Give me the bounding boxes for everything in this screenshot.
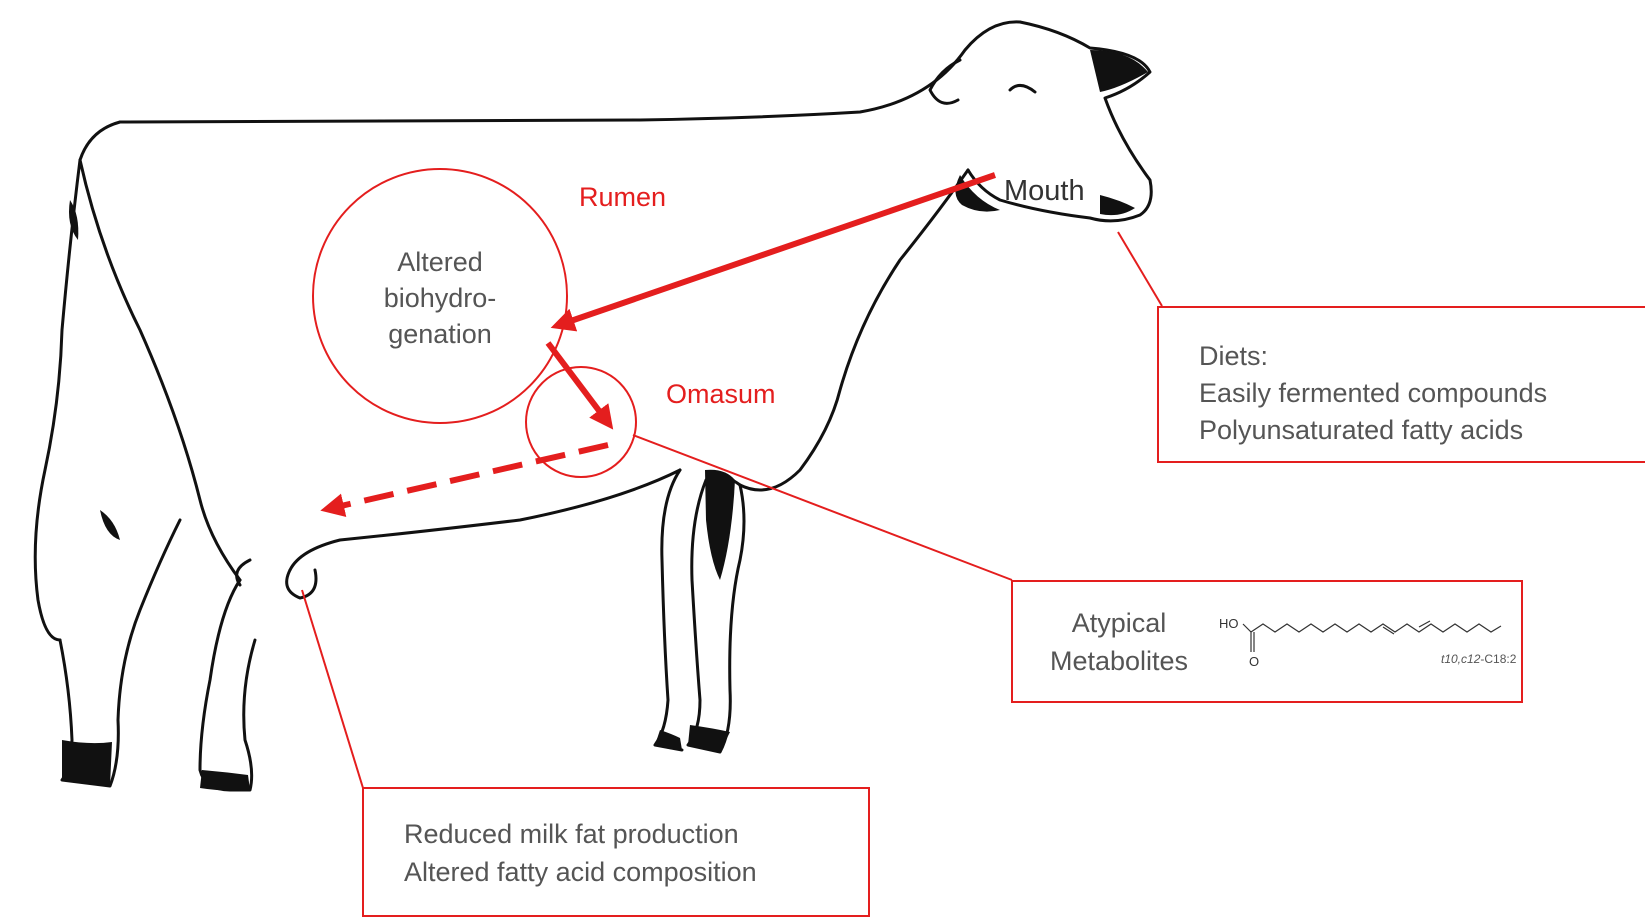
omasum-label: Omasum bbox=[666, 379, 776, 410]
rumen-label: Rumen bbox=[579, 182, 666, 213]
molecule-name: t10,c12-C18:2 bbox=[1441, 652, 1516, 666]
rumen-process-line: genation bbox=[340, 316, 540, 352]
diets-item: Easily fermented compounds bbox=[1199, 375, 1547, 412]
molecule-name-suffix: -C18:2 bbox=[1480, 652, 1516, 666]
mouth-label: Mouth bbox=[1004, 175, 1085, 208]
mouth-to-diets-connector bbox=[1118, 232, 1162, 306]
diets-item: Polyunsaturated fatty acids bbox=[1199, 412, 1547, 449]
rumen-to-omasum-arrow bbox=[548, 343, 606, 420]
outcome-box: Reduced milk fat production Altered fatt… bbox=[362, 787, 870, 917]
diets-heading: Diets: bbox=[1199, 338, 1547, 375]
metabolites-label-line: Atypical bbox=[1033, 604, 1205, 642]
metabolites-label-line: Metabolites bbox=[1033, 642, 1205, 680]
rumen-process-line: Altered bbox=[340, 244, 540, 280]
diets-box: Diets: Easily fermented compounds Polyun… bbox=[1157, 306, 1645, 463]
outcome-item: Altered fatty acid composition bbox=[404, 853, 757, 891]
omasum-to-udder-arrow bbox=[332, 445, 608, 508]
outcome-item: Reduced milk fat production bbox=[404, 815, 757, 853]
omasum-to-metabolites-connector bbox=[633, 435, 1012, 580]
molecule-name-prefix: t10,c12 bbox=[1441, 652, 1480, 666]
udder-to-outcome-connector bbox=[302, 590, 363, 788]
rumen-process-line: biohydro- bbox=[340, 280, 540, 316]
molecule-acid-group: HO bbox=[1219, 616, 1239, 631]
molecule-carbonyl: O bbox=[1249, 654, 1259, 669]
rumen-process-text: Altered biohydro- genation bbox=[340, 244, 540, 352]
metabolites-box: Atypical Metabolites HO O t10,c12-C18:2 bbox=[1011, 580, 1523, 703]
